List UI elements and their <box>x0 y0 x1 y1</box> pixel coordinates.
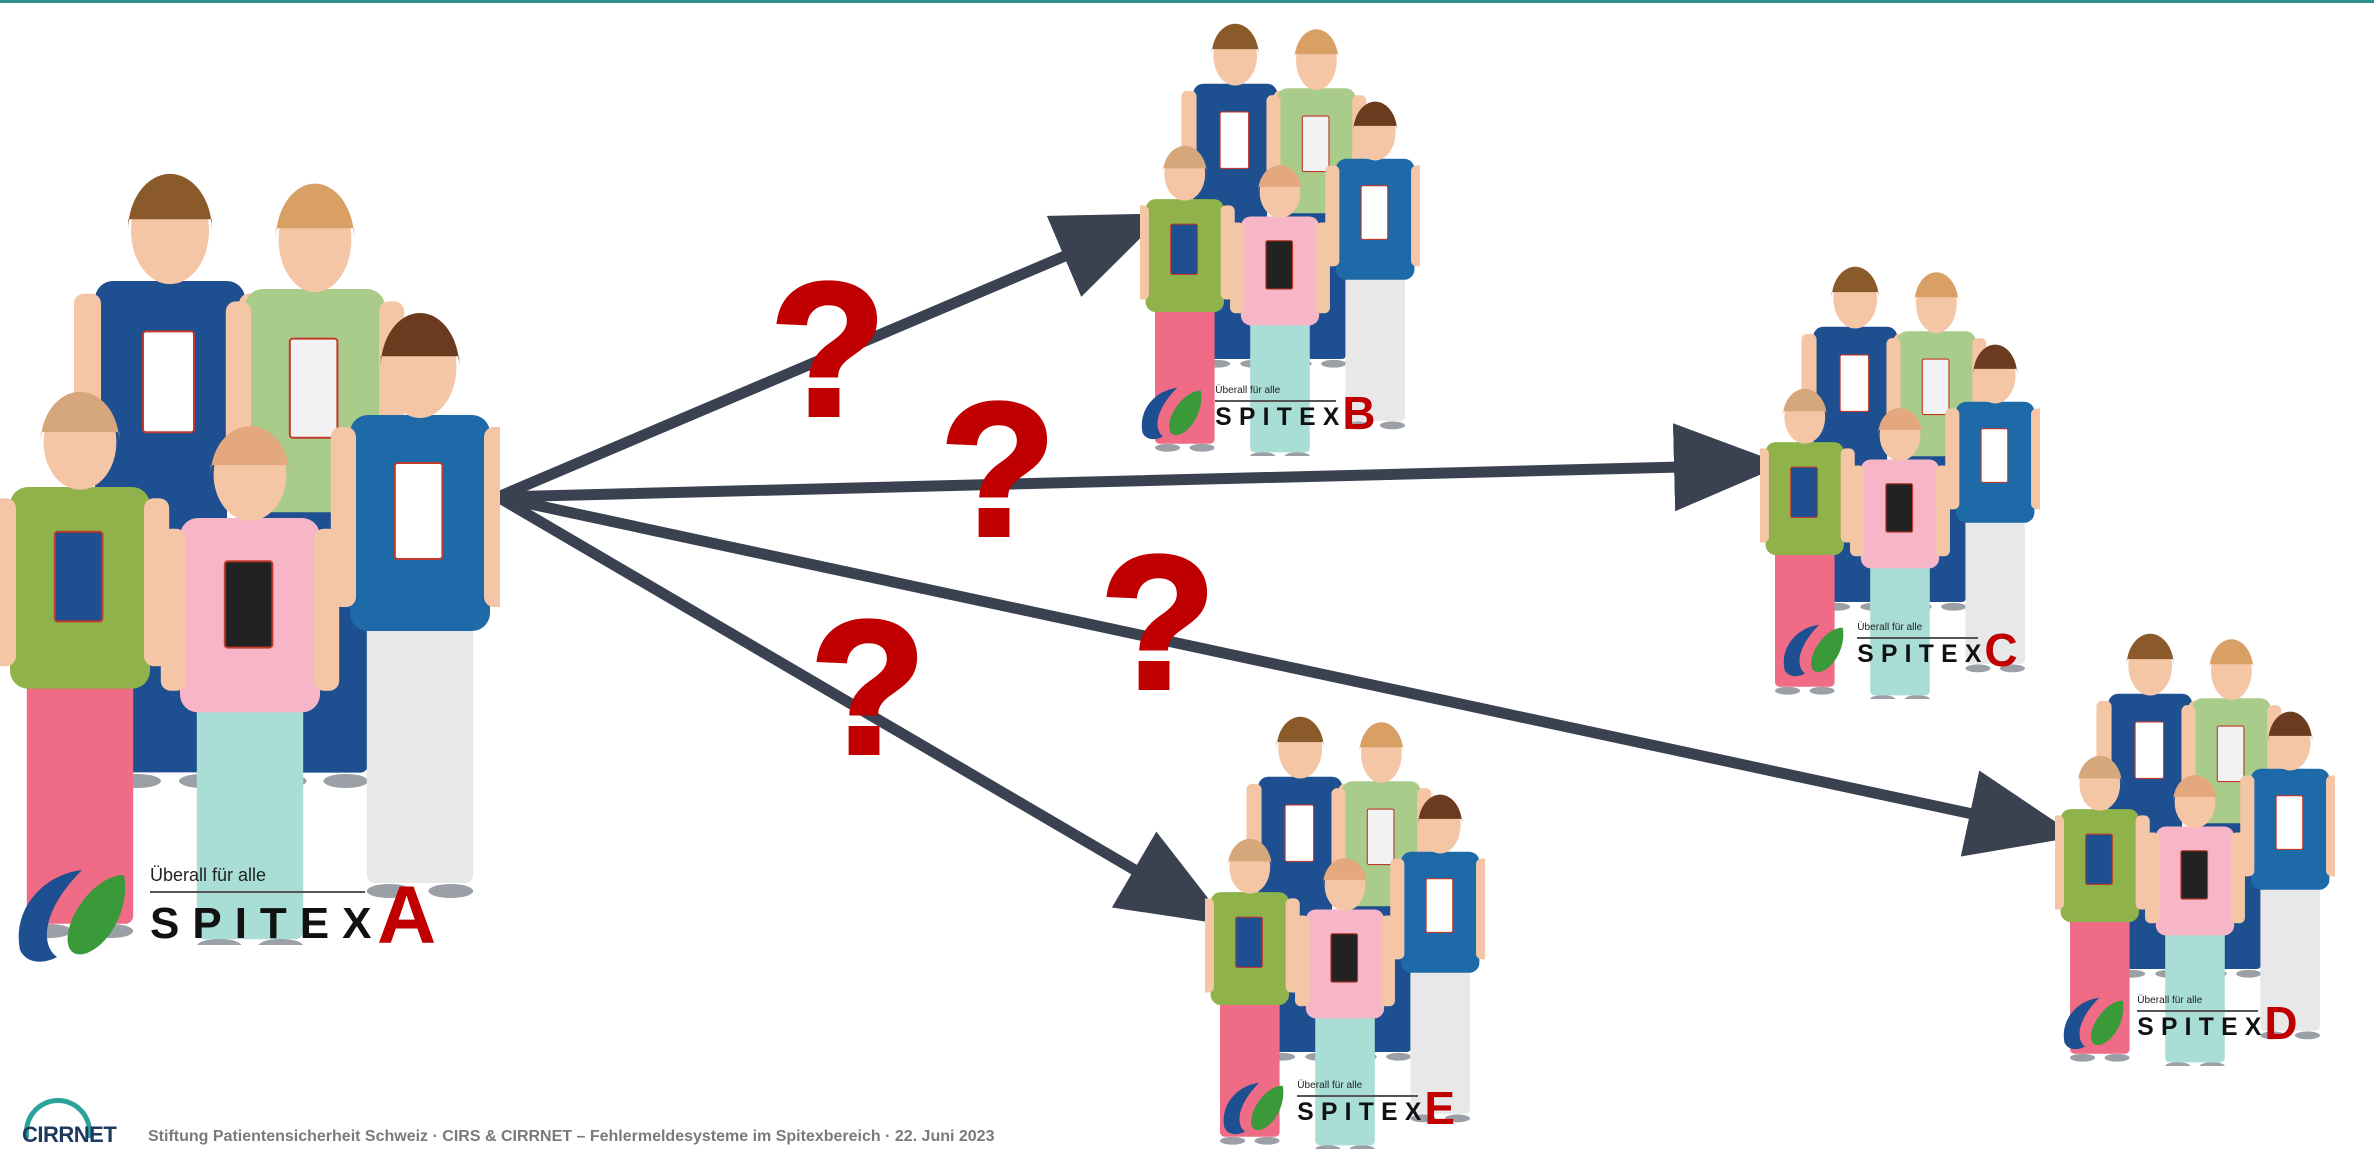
spitex-tagline: Überall für alle <box>2137 995 2203 1006</box>
cirrnet-logo-text: CIRRNET <box>22 1122 117 1147</box>
nurse-front-middle <box>160 426 340 953</box>
spitex-mark-icon <box>18 870 126 962</box>
nurse-front-right <box>330 313 510 898</box>
spitex-wordmark: SPITEX <box>150 899 385 948</box>
spitex-tagline: Überall für alle <box>1297 1080 1363 1091</box>
spitex-mark-icon <box>1141 387 1202 440</box>
staff-group-e <box>1199 695 1491 1154</box>
footer-caption: Stiftung Patientensicherheit Schweiz · C… <box>148 1128 995 1145</box>
organization-letter-e: E <box>1424 1081 1456 1134</box>
top-rule <box>0 0 2374 3</box>
question-mark-ad: ? <box>1098 517 1218 729</box>
spitex-rule <box>150 891 365 893</box>
spitex-wordmark: SPITEX <box>1215 404 1347 432</box>
footer: CIRRNET Stiftung Patientensicherheit Sch… <box>22 1098 1222 1147</box>
arrow-a-to-b <box>492 213 1166 503</box>
staff-illustration-c <box>1754 266 2046 704</box>
question-mark-ac: ? <box>938 364 1058 576</box>
nurse-front-right <box>1325 101 1426 430</box>
spitex-rule <box>2137 1009 2258 1012</box>
arrow-a-to-e <box>492 491 1229 926</box>
question-mark-ae: ? <box>808 582 928 794</box>
spitex-rule <box>1857 636 1978 639</box>
staff-group-c <box>1754 245 2046 704</box>
staff-illustration-d <box>2049 633 2341 1071</box>
spitex-tagline: Überall für alle <box>150 865 267 885</box>
question-mark-ab: ? <box>768 244 888 456</box>
organization-letter-b: B <box>1342 386 1376 439</box>
spitex-wordmark: SPITEX <box>2137 1014 2269 1042</box>
staff-illustration-a <box>0 173 510 953</box>
staff-group-a <box>0 135 510 953</box>
nurse-front-middle <box>2145 775 2245 1071</box>
organization-letter-a: A <box>377 870 437 961</box>
spitex-mark-icon <box>1223 1082 1284 1135</box>
nurse-front-right <box>2240 711 2341 1040</box>
staff-illustration-e <box>1199 716 1491 1154</box>
spitex-tagline: Überall für alle <box>1857 622 1923 633</box>
spitex-wordmark: SPITEX <box>1297 1099 1429 1127</box>
staff-group-d <box>2049 612 2341 1071</box>
spitex-rule <box>1215 399 1336 402</box>
nurse-front-right <box>1390 794 1491 1123</box>
spitex-tagline: Überall für alle <box>1215 385 1281 396</box>
organization-letter-c: C <box>1984 623 2018 676</box>
spitex-rule <box>1297 1094 1418 1097</box>
nurse-front-left <box>1134 145 1235 452</box>
spitex-mark-icon <box>1783 624 1844 677</box>
arrows-layer <box>492 213 2078 926</box>
organization-letter-d: D <box>2264 996 2298 1049</box>
spitex-wordmark: SPITEX <box>1857 641 1989 669</box>
spitex-mark-icon <box>2063 997 2124 1050</box>
arrow-a-to-c <box>492 423 1784 512</box>
arrow-a-to-d <box>492 491 2078 857</box>
